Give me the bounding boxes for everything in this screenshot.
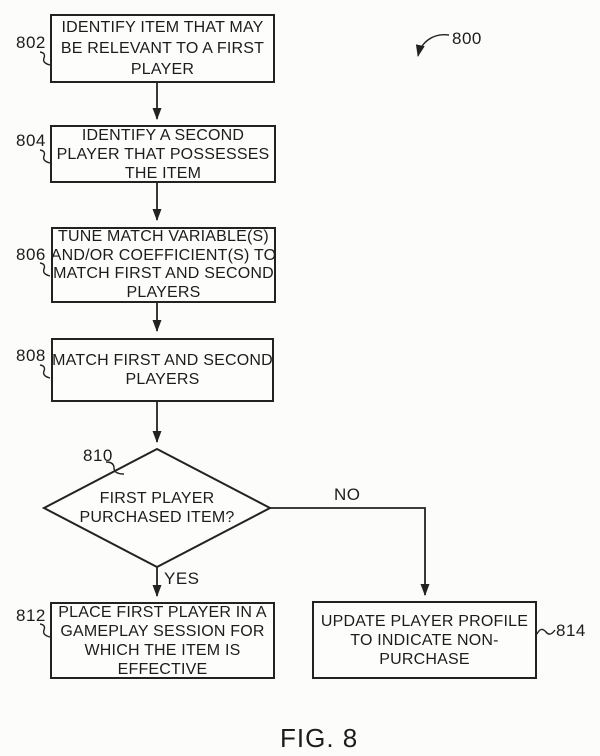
flow-box-text-line: TO INDICATE NON- bbox=[350, 631, 499, 649]
ref-label-806: 806 bbox=[16, 245, 46, 264]
flow-box-text-line: PLACE FIRST PLAYER IN A bbox=[58, 603, 267, 621]
flow-box-text-line: PLAYERS bbox=[126, 283, 201, 301]
flow-box-text-line: IDENTIFY A SECOND bbox=[81, 126, 245, 144]
ref-squiggle-808 bbox=[39, 364, 51, 379]
ref-squiggle-806 bbox=[39, 262, 51, 277]
flow-box-update-player-profile: UPDATE PLAYER PROFILE TO INDICATE NON- P… bbox=[312, 601, 537, 679]
fig-ref-leader-arrow bbox=[415, 34, 450, 57]
ref-label-808: 808 bbox=[16, 346, 46, 365]
ref-squiggle-804 bbox=[39, 149, 51, 164]
branch-label-no: NO bbox=[334, 485, 361, 504]
flow-box-place-player-session: PLACE FIRST PLAYER IN A GAMEPLAY SESSION… bbox=[50, 602, 275, 679]
flow-box-text-line: PURCHASE bbox=[379, 650, 470, 668]
ref-squiggle-810 bbox=[105, 461, 125, 475]
flow-box-text-line: THE ITEM bbox=[124, 164, 202, 182]
ref-label-810: 810 bbox=[83, 446, 113, 465]
ref-squiggle-802 bbox=[39, 51, 51, 66]
ref-squiggle-814 bbox=[536, 628, 556, 635]
flow-box-tune-match-variables: TUNE MATCH VARIABLE(S) AND/OR COEFFICIEN… bbox=[51, 227, 276, 303]
flow-box-text-line: AND/OR COEFFICIENT(S) TO bbox=[50, 246, 277, 264]
flow-box-text-line: UPDATE PLAYER PROFILE bbox=[320, 612, 529, 630]
decision-text-line: PURCHASED ITEM? bbox=[79, 509, 235, 526]
flow-box-text-line: WHICH THE ITEM IS bbox=[84, 641, 241, 659]
flow-box-text-line: EFFECTIVE bbox=[117, 660, 208, 678]
flow-box-text-line: PLAYER THAT POSSESSES bbox=[56, 145, 270, 163]
ref-label-800: 800 bbox=[452, 29, 482, 48]
ref-label-804: 804 bbox=[16, 131, 46, 150]
ref-label-812: 812 bbox=[16, 606, 46, 625]
decision-text-purchased-item: FIRST PLAYER PURCHASED ITEM? bbox=[57, 489, 257, 527]
ref-label-802: 802 bbox=[16, 33, 46, 52]
flow-box-text-line: PLAYERS bbox=[125, 371, 200, 388]
flow-box-match-players: MATCH FIRST AND SECOND PLAYERS bbox=[51, 338, 274, 402]
branch-label-yes: YES bbox=[164, 569, 200, 588]
flow-box-text-line: BE RELEVANT TO A FIRST bbox=[60, 40, 265, 57]
arrow-no-810-to-814 bbox=[270, 507, 430, 596]
flow-box-text-line: TUNE MATCH VARIABLE(S) bbox=[58, 228, 269, 245]
ref-label-814: 814 bbox=[556, 621, 586, 640]
flow-box-identify-second-player: IDENTIFY A SECOND PLAYER THAT POSSESSES … bbox=[50, 125, 276, 183]
flow-box-text-line: PLAYER bbox=[130, 61, 195, 78]
figure-caption: FIG. 8 bbox=[280, 723, 359, 753]
decision-text-line: FIRST PLAYER bbox=[99, 490, 215, 507]
flow-box-text-line: IDENTIFY ITEM THAT MAY bbox=[61, 19, 264, 36]
flow-box-identify-item: IDENTIFY ITEM THAT MAY BE RELEVANT TO A … bbox=[50, 14, 275, 83]
flow-box-text-line: GAMEPLAY SESSION FOR bbox=[60, 622, 265, 640]
flow-box-text-line: MATCH FIRST AND SECOND bbox=[53, 265, 274, 282]
flow-box-text-line: MATCH FIRST AND SECOND bbox=[52, 352, 273, 369]
ref-squiggle-812 bbox=[39, 623, 51, 638]
